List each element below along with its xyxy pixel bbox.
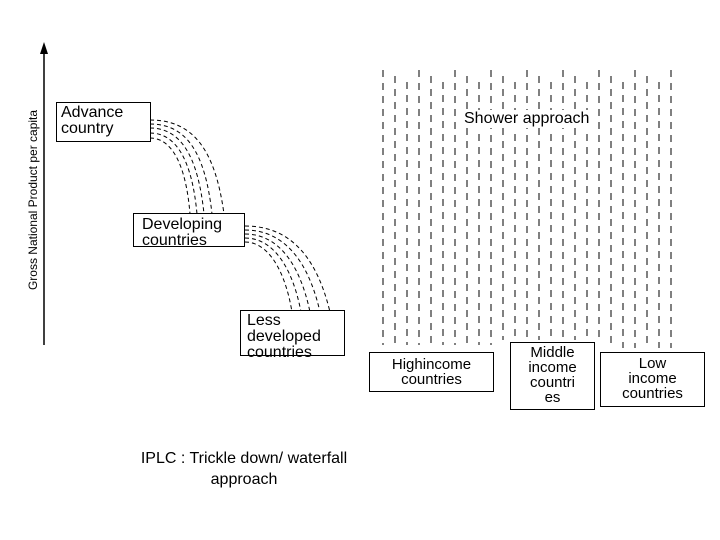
low-income-countries-box: Low income countries bbox=[600, 352, 705, 407]
cascade-arcs-upper bbox=[149, 119, 225, 215]
y-axis-label: Gross National Product per capita bbox=[26, 109, 40, 291]
shower-approach-label: Shower approach bbox=[462, 110, 592, 128]
cascade-arcs-lower bbox=[244, 225, 331, 313]
high-income-countries-box: Highincome countries bbox=[369, 352, 494, 392]
advance-country-box: Advance country bbox=[56, 102, 151, 142]
middle-income-countries-box: Middle income countri es bbox=[510, 342, 595, 410]
developing-countries-box: Developing countries bbox=[133, 213, 245, 249]
caption: IPLC : Trickle down/ waterfall approach bbox=[140, 450, 348, 488]
less-developed-countries-box: Less developed countries bbox=[240, 310, 345, 361]
y-axis-arrowhead bbox=[40, 42, 48, 54]
